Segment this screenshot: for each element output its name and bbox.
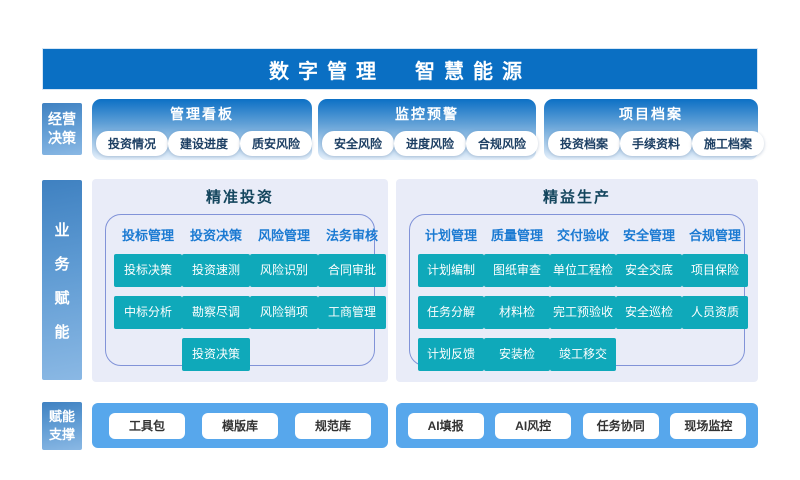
column-bidding-management: 投标管理 投标决策 中标分析 [114,225,182,329]
column-quality-management: 质量管理 图纸审查 材料检 安装检 [484,225,550,371]
band-label-support-line1: 赋能 [48,409,75,425]
feature-button[interactable]: 勘察尽调 [182,296,250,329]
page-title-right: 智慧能源 [415,60,531,83]
pill-item[interactable]: 合规风险 [466,131,539,156]
feature-button[interactable]: 安装检 [484,338,550,371]
panel-ai-services: AI填报 AI风控 任务协同 现场监控 [396,403,758,448]
feature-button[interactable]: 投资速测 [182,254,250,287]
feature-button[interactable]: 计划反馈 [418,338,484,371]
tool-button[interactable]: AI填报 [407,412,484,439]
column-header: 安全管理 [622,228,675,243]
band-label-decision-line2: 决策 [48,130,76,146]
pill-item[interactable]: 投资情况 [96,131,169,156]
band-label-business-char: 业 [54,221,70,239]
column-safety-management: 安全管理 安全交底 安全巡检 [616,225,682,329]
column-plan-management: 计划管理 计划编制 任务分解 计划反馈 [418,225,484,371]
feature-button[interactable]: 材料检 [484,296,550,329]
panel-project-archives: 项目档案 投资档案 手续资料 施工档案 [544,99,765,160]
feature-button[interactable]: 安全巡检 [616,296,682,329]
pill-row: 投资档案 手续资料 施工档案 [544,131,765,156]
feature-button[interactable]: 项目保险 [682,254,748,287]
column-compliance-management: 合规管理 项目保险 人员资质 [682,225,748,329]
feature-button[interactable]: 中标分析 [114,296,182,329]
column-header: 风险管理 [257,228,310,243]
block-frame: 投标管理 投标决策 中标分析 投资决策 投资速测 勘察尽调 投资决策 风险管理 … [105,214,386,371]
tool-button[interactable]: AI风控 [495,412,572,439]
feature-button[interactable]: 图纸审查 [484,254,550,287]
band-label-business-char: 务 [54,255,70,273]
band-label-support-line2: 支撑 [48,427,75,442]
block-frame: 计划管理 计划编制 任务分解 计划反馈 质量管理 图纸审查 材料检 安装检 交付… [409,214,748,371]
feature-button[interactable]: 合同审批 [318,254,386,287]
panel-title: 项目档案 [619,106,683,122]
page-title-left: 数字管理 [269,60,385,83]
pill-item[interactable]: 进度风险 [394,131,467,156]
tool-button[interactable]: 模版库 [202,412,278,439]
band-label-business-char: 能 [54,323,70,341]
pill-item[interactable]: 建设进度 [168,131,241,156]
feature-button[interactable]: 风险识别 [250,254,318,287]
tool-button[interactable]: 工具包 [109,412,185,439]
band-label-support: 赋能 支撑 [42,402,82,450]
band-label-decision-line1: 经营 [48,111,76,128]
feature-button[interactable]: 人员资质 [682,296,748,329]
column-header: 质量管理 [490,228,543,243]
band-label-business-char: 赋 [54,289,70,307]
column-header: 投标管理 [121,228,174,243]
column-header: 法务审核 [325,228,378,243]
pill-row: 投资情况 建设进度 质安风险 [92,131,313,156]
block-precise-investment: 精准投资 投标管理 投标决策 中标分析 投资决策 投资速测 勘察尽调 投资决策 … [92,179,388,382]
pill-item[interactable]: 投资档案 [548,131,621,156]
feature-button[interactable]: 竣工移交 [550,338,616,371]
pill-row: 安全风险 进度风险 合规风险 [318,131,539,156]
column-risk-management: 风险管理 风险识别 风险销项 [250,225,318,329]
column-legal-review: 法务审核 合同审批 工商管理 [318,225,386,329]
column-investment-decision: 投资决策 投资速测 勘察尽调 投资决策 [182,225,250,371]
feature-button[interactable]: 风险销项 [250,296,318,329]
feature-button[interactable]: 安全交底 [616,254,682,287]
page-title-banner: 数字管理 智慧能源 [42,48,758,90]
feature-button[interactable]: 投标决策 [114,254,182,287]
pill-item[interactable]: 质安风险 [240,131,313,156]
column-header: 合规管理 [688,228,741,243]
feature-button[interactable]: 任务分解 [418,296,484,329]
column-header: 交付验收 [556,228,609,243]
feature-button[interactable]: 单位工程检 [550,254,616,287]
column-header: 计划管理 [424,228,477,243]
column-delivery-acceptance: 交付验收 单位工程检 完工预验收 竣工移交 [550,225,616,371]
tool-button[interactable]: 任务协同 [582,412,659,439]
block-lean-production: 精益生产 计划管理 计划编制 任务分解 计划反馈 质量管理 图纸审查 材料检 安… [396,179,758,382]
tool-button[interactable]: 规范库 [295,412,371,439]
block-title: 精益生产 [542,189,611,206]
pill-item[interactable]: 手续资料 [620,131,693,156]
pill-item[interactable]: 施工档案 [692,131,765,156]
feature-button[interactable]: 工商管理 [318,296,386,329]
block-title: 精准投资 [205,189,274,206]
panel-monitoring-warning: 监控预警 安全风险 进度风险 合规风险 [318,99,539,160]
panel-tool-libraries: 工具包 模版库 规范库 [92,403,388,448]
band-label-business: 业 务 赋 能 [42,180,82,380]
band-label-decision: 经营 决策 [42,103,82,155]
panel-title: 监控预警 [395,106,459,122]
feature-button[interactable]: 投资决策 [182,338,250,371]
panel-management-dashboard: 管理看板 投资情况 建设进度 质安风险 [92,99,313,160]
feature-button[interactable]: 计划编制 [418,254,484,287]
tool-button[interactable]: 现场监控 [670,412,747,439]
pill-item[interactable]: 安全风险 [322,131,395,156]
feature-button[interactable]: 完工预验收 [550,296,616,329]
panel-title: 管理看板 [170,106,234,122]
column-header: 投资决策 [189,228,242,243]
